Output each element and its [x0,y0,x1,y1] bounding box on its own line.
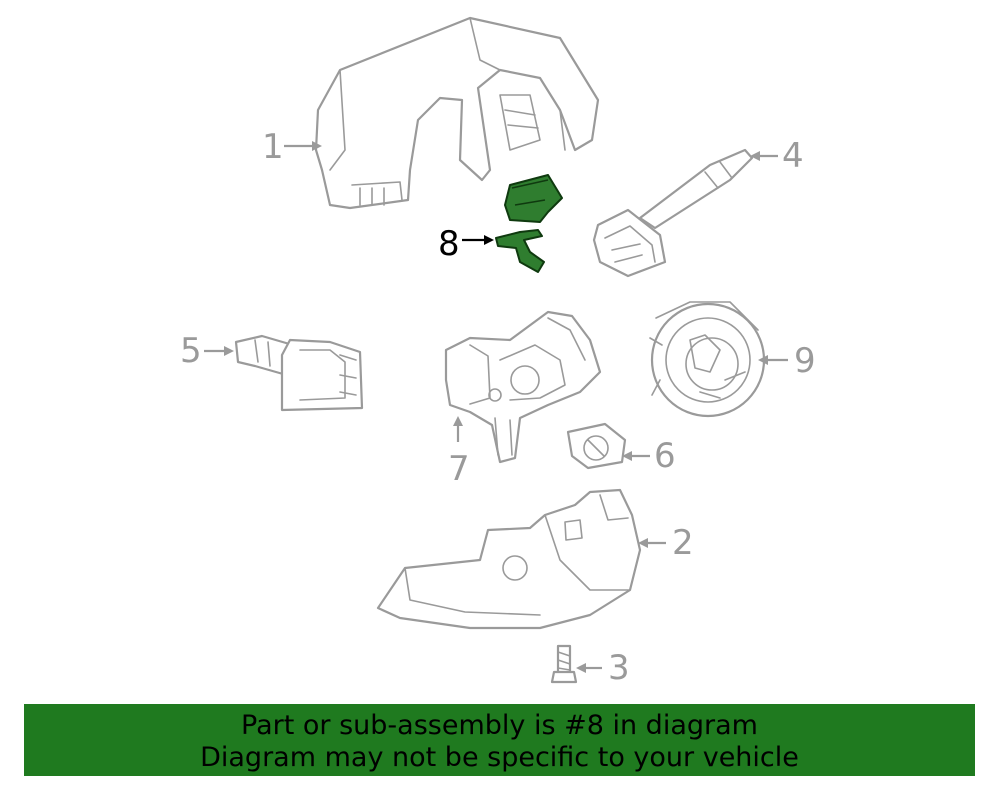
part-5-switch [234,334,364,412]
part-7-housing [444,310,602,464]
callout-8-label: 8 [438,224,460,264]
callout-9-arrowhead [758,355,768,365]
callout-3: 3 [576,648,630,688]
callout-2-arrowhead [638,538,648,548]
part-1-upper-shroud [314,16,600,210]
callout-1-label: 1 [262,127,284,167]
callout-4-label: 4 [782,136,804,176]
callout-9: 9 [758,341,816,381]
banner-line-2: Diagram may not be specific to your vehi… [200,742,799,773]
callout-3-arrowhead [576,663,586,673]
callout-2-label: 2 [672,523,694,563]
callout-6-label: 6 [654,436,676,476]
callout-7-arrowhead [453,416,463,426]
part-4-switch [592,148,754,278]
callout-8: 8 [438,224,494,264]
callout-7: 7 [448,416,470,489]
callout-1: 1 [262,127,322,167]
callout-9-label: 9 [794,341,816,381]
part-3-screw [550,644,578,684]
callout-7-label: 7 [448,449,470,489]
info-banner: Part or sub-assembly is #8 in diagram Di… [24,704,975,776]
callout-1-arrowhead [312,141,322,151]
callout-2: 2 [638,523,694,563]
callout-5-arrowhead [224,346,234,356]
callout-4: 4 [750,136,804,176]
callout-6-arrowhead [622,451,632,461]
callout-5-label: 5 [180,331,202,371]
part-9-clockspring [649,301,766,418]
part-2-lower-shroud [376,488,642,630]
banner-line-1: Part or sub-assembly is #8 in diagram [241,710,758,741]
callout-3-label: 3 [608,648,630,688]
part-8-highlighted [495,174,563,273]
callout-4-arrowhead [750,151,760,161]
part-6-sensor [566,422,627,470]
callout-5: 5 [180,331,234,371]
callout-6: 6 [622,436,676,476]
callout-8-arrowhead [484,235,494,245]
